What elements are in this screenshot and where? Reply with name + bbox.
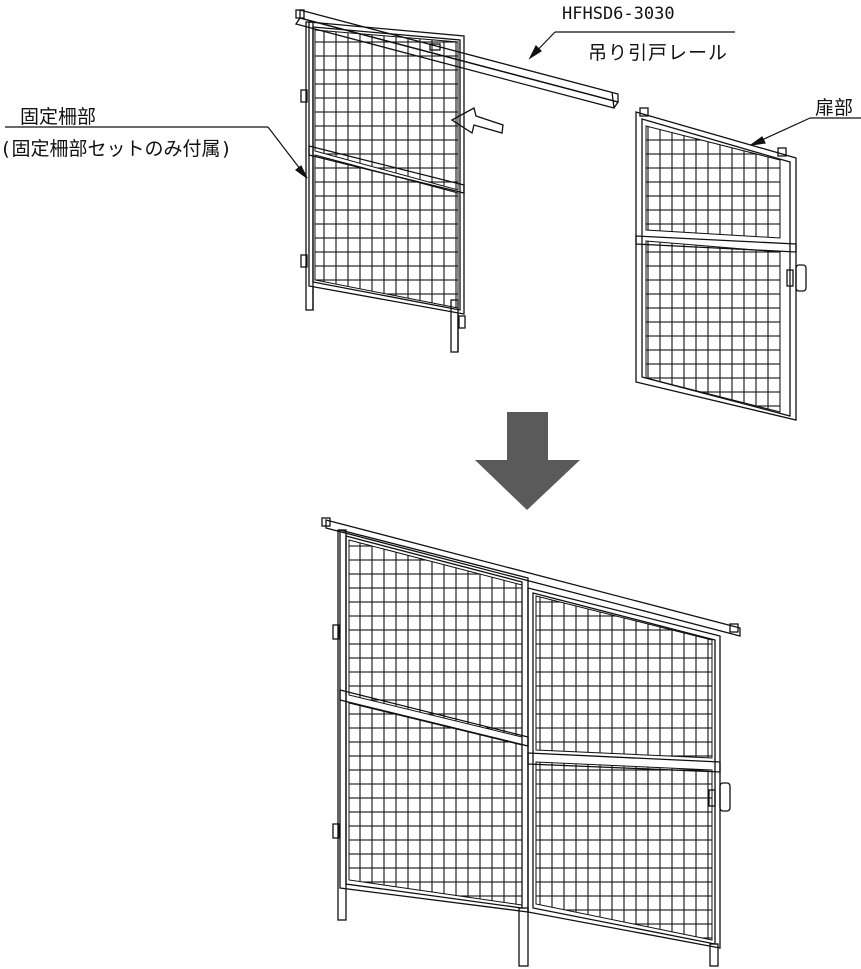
assembled-door: [321, 517, 741, 967]
leader-lines: [5, 31, 861, 179]
door-section-title: 扉部: [815, 97, 854, 119]
door-panel: [635, 107, 807, 421]
down-arrow-icon: [475, 412, 580, 510]
rail-part-code: HFHSD6-3030: [562, 4, 675, 24]
left-arrow-icon: [450, 107, 504, 135]
fixed-section-title: 固定柵部: [20, 106, 97, 128]
fixed-section-note: (固定柵部セットのみ付属): [0, 138, 232, 160]
hanging-rail: [294, 9, 620, 109]
rail-name-label: 吊り引戸レール: [588, 42, 729, 64]
fixed-fence-panel: [300, 21, 466, 353]
